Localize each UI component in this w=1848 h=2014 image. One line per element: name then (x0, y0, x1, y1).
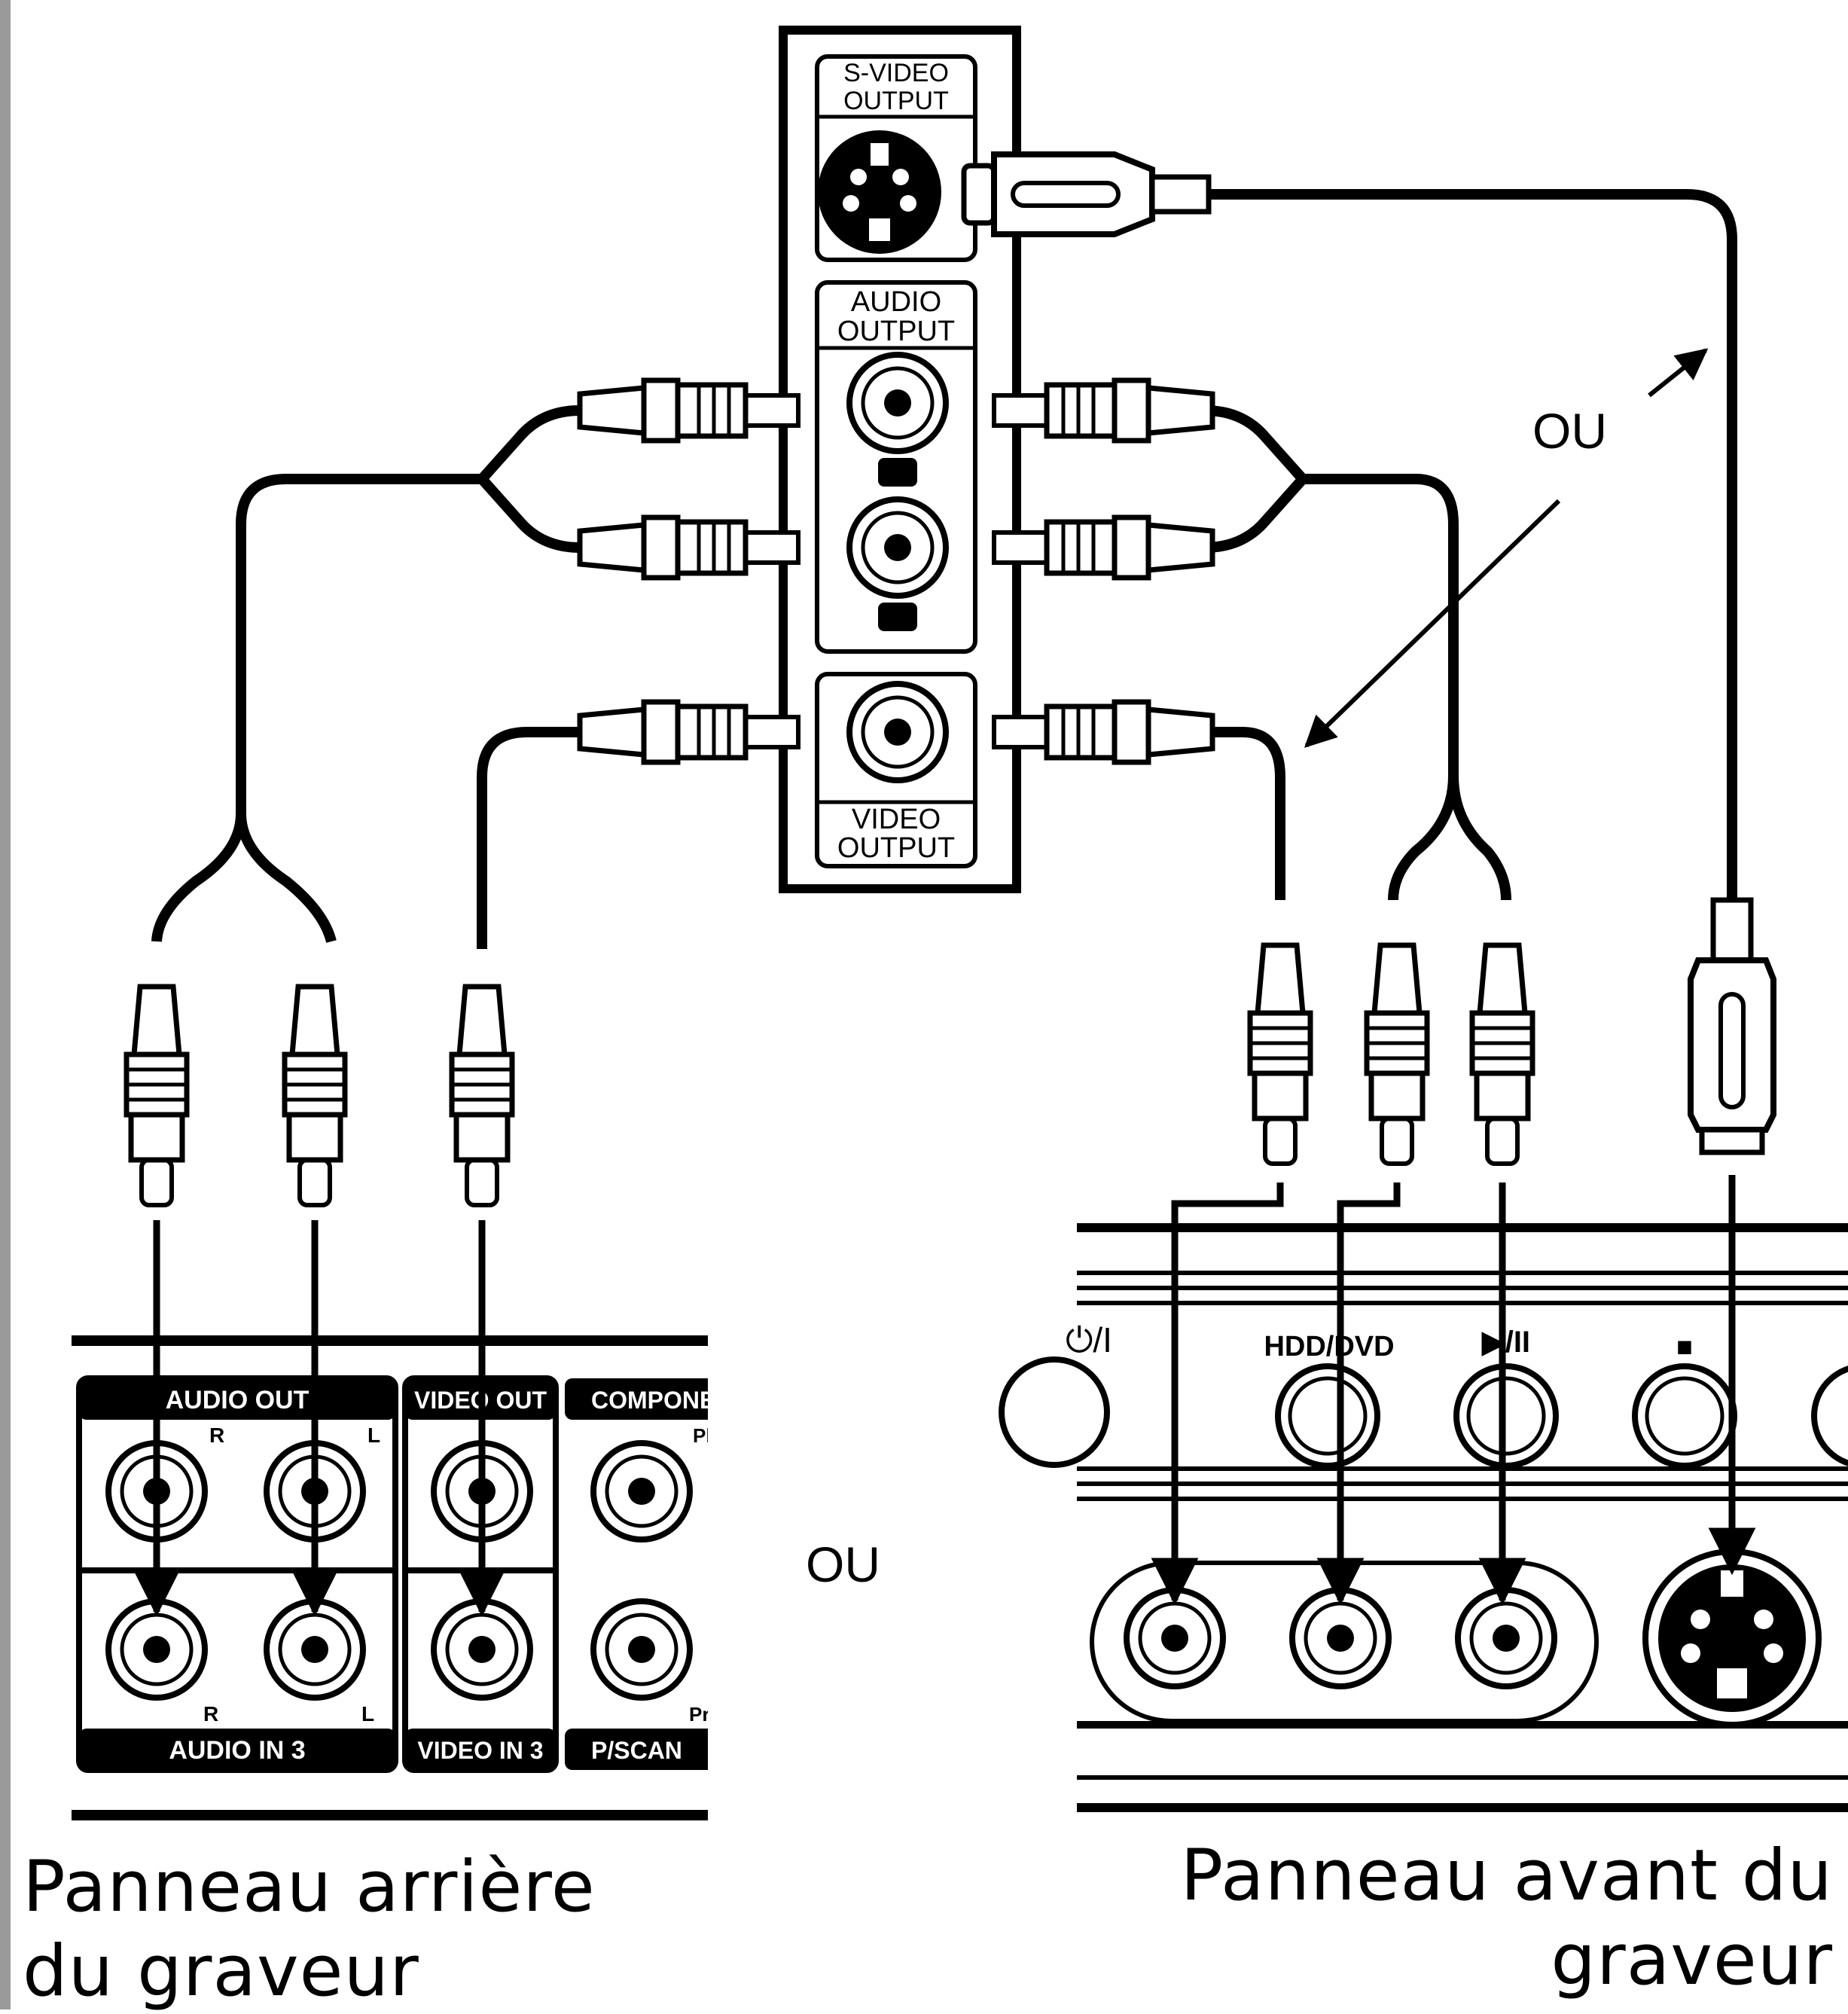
rear-panel-caption: Panneau arrière du graveur (23, 1845, 596, 2014)
svideo-plug-top (961, 151, 1212, 237)
front-caption-line-2: graveur (1551, 1919, 1833, 2001)
or-label-middle: OU (806, 1536, 880, 1592)
front-svideo-in-jack[interactable] (1642, 1549, 1822, 1728)
component-jack-2[interactable] (593, 1601, 690, 1698)
rear-caption-line-1: Panneau arrière (23, 1846, 596, 1928)
front-panel: ⏻/I HDD/DVD ▶/II ■ (999, 1223, 1848, 1812)
front-audio-l-jack[interactable] (1292, 1590, 1389, 1686)
cables (151, 189, 1737, 949)
stop-button[interactable] (1632, 1363, 1737, 1469)
play-pause-button[interactable] (1453, 1363, 1559, 1469)
audio-in-r: R (203, 1702, 218, 1726)
pscan-label: P/SCAN (591, 1737, 682, 1764)
front-caption-line-1: Panneau avant du (1180, 1835, 1833, 1917)
component-jack-1[interactable] (593, 1443, 690, 1539)
video-output-label: VIDEO (852, 804, 941, 835)
audio-output-jack-2[interactable] (849, 499, 946, 596)
stop-label: ■ (1676, 1331, 1693, 1362)
audio-out-l: L (367, 1424, 380, 1447)
audio-out-r: R (209, 1424, 224, 1447)
svideo-output-label: S-VIDEO (843, 59, 949, 87)
or-label-top: OU (1532, 403, 1607, 459)
rear-caption-line-2: du graveur (23, 1930, 419, 2012)
video-in-label: VIDEO IN 3 (417, 1737, 543, 1764)
video-output-label-2: OUTPUT (837, 832, 955, 864)
rca-plugs-front (1250, 945, 1532, 1164)
device-output-panel: S-VIDEO OUTPUT AUDIO OUTPUT VIDEO OUTPUT (779, 26, 1021, 893)
front-video-in-jack[interactable] (1127, 1590, 1223, 1686)
page-left-border (0, 0, 11, 2009)
component-label: COMPONENT (591, 1387, 748, 1414)
front-audio-r-jack[interactable] (1458, 1590, 1554, 1686)
power-label: ⏻/I (1066, 1320, 1112, 1359)
component-pr: Pr (689, 1703, 709, 1726)
audio-output-label: AUDIO (851, 286, 941, 318)
hdd-dvd-label: HDD/DVD (1264, 1331, 1394, 1363)
audio-out-label: AUDIO OUT (166, 1386, 310, 1414)
component-pb: Pb (693, 1424, 718, 1447)
audio-output-label-2: OUTPUT (837, 316, 955, 347)
connection-arrows (133, 348, 1756, 1617)
video-in-jack[interactable] (434, 1601, 530, 1698)
rca-plugs-rear (127, 987, 512, 1205)
front-panel-caption: Panneau avant du graveur (1181, 1834, 1834, 2003)
audio-in-l: L (361, 1702, 374, 1726)
audio-in-r-jack[interactable] (108, 1601, 205, 1698)
hdd-dvd-button[interactable] (1275, 1363, 1380, 1469)
next-button[interactable] (1811, 1366, 1848, 1466)
svideo-output-label-2: OUTPUT (843, 87, 949, 115)
svideo-plug-bottom (1688, 897, 1776, 1155)
rear-panel: AUDIO OUT R L R L AUDIO IN 3 VIDEO OUT V… (72, 1335, 748, 1820)
video-output-jack[interactable] (849, 684, 946, 780)
audio-in-label: AUDIO IN 3 (169, 1736, 305, 1765)
power-button[interactable] (999, 1356, 1110, 1468)
audio-output-jack-1[interactable] (849, 355, 946, 451)
audio-in-l-jack[interactable] (267, 1601, 363, 1698)
svideo-output-jack[interactable] (818, 130, 941, 254)
